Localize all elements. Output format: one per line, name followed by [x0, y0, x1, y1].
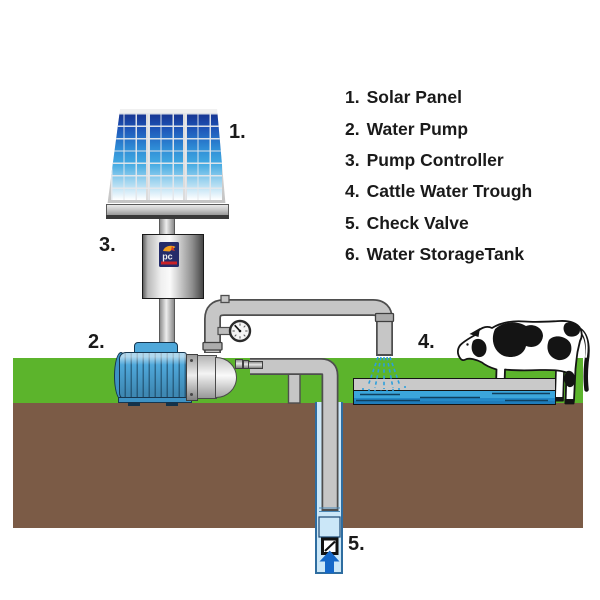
cow-patch-back	[492, 322, 543, 357]
legend-number: 6.	[345, 244, 360, 265]
solar-panel	[107, 109, 226, 203]
pump-head-body	[196, 355, 217, 399]
legend-item: 6. Water StorageTank	[345, 239, 532, 270]
legend-label: Check Valve	[366, 212, 469, 233]
cow-tail-highlight	[579, 329, 588, 358]
legend-label: Water StorageTank	[366, 244, 525, 265]
pressure-gauge	[217, 319, 252, 343]
pipe-coupling-left	[202, 341, 223, 351]
diagram-label-cattle-water-trough: 4.	[418, 331, 435, 353]
controller-logo: pc	[159, 242, 179, 267]
pump-foot	[166, 402, 178, 406]
legend-item: 5. Check Valve	[345, 208, 532, 239]
gauge-needle	[234, 324, 241, 332]
gauge-face	[228, 319, 252, 343]
legend-label: Solar Panel	[366, 87, 462, 108]
legend: 1. Solar Panel 2. Water Pump 3. Pump Con…	[345, 82, 532, 270]
legend-number: 2.	[345, 118, 360, 139]
legend-item: 4. Cattle Water Trough	[345, 176, 532, 207]
well-casing	[315, 402, 343, 574]
diagram-label-pump-controller: 3.	[99, 234, 116, 256]
pipe-coupling-right	[374, 312, 395, 323]
diagram-label-solar-panel: 1.	[229, 121, 246, 143]
cow-patch-flank	[547, 336, 572, 361]
pipe-top-fitting	[220, 294, 230, 304]
legend-label: Pump Controller	[366, 149, 504, 170]
logo-brand-text: pc	[162, 252, 173, 262]
trough-water	[353, 390, 556, 405]
cattle-water-trough	[353, 378, 556, 405]
diagram-label-check-valve: 5.	[348, 533, 365, 555]
cow-patch-neck	[471, 338, 487, 358]
gauge-stem	[217, 326, 232, 336]
arch-pipe	[202, 294, 395, 356]
legend-number: 1.	[345, 87, 360, 108]
logo-red-bar	[161, 261, 177, 265]
legend-item: 2. Water Pump	[345, 113, 532, 144]
legend-number: 3.	[345, 149, 360, 170]
cow-patch-rump	[563, 322, 580, 337]
soil-cross-section	[13, 403, 583, 528]
cow-eye	[466, 343, 469, 346]
pump-foot	[128, 402, 140, 406]
solar-panel-base	[106, 203, 229, 219]
solar-panel-cells	[111, 112, 222, 200]
legend-item: 1. Solar Panel	[345, 82, 532, 113]
legend-label: Water Pump	[366, 118, 469, 139]
pump-motor	[119, 352, 187, 400]
pump-outlet-fitting	[248, 360, 263, 369]
cow-ear	[469, 328, 480, 337]
legend-number: 5.	[345, 212, 360, 233]
diagram-label-water-pump: 2.	[88, 331, 105, 353]
pump-controller: pc	[142, 234, 204, 299]
legend-label: Cattle Water Trough	[366, 181, 533, 202]
legend-number: 4.	[345, 181, 360, 202]
legend-item: 3. Pump Controller	[345, 145, 532, 176]
